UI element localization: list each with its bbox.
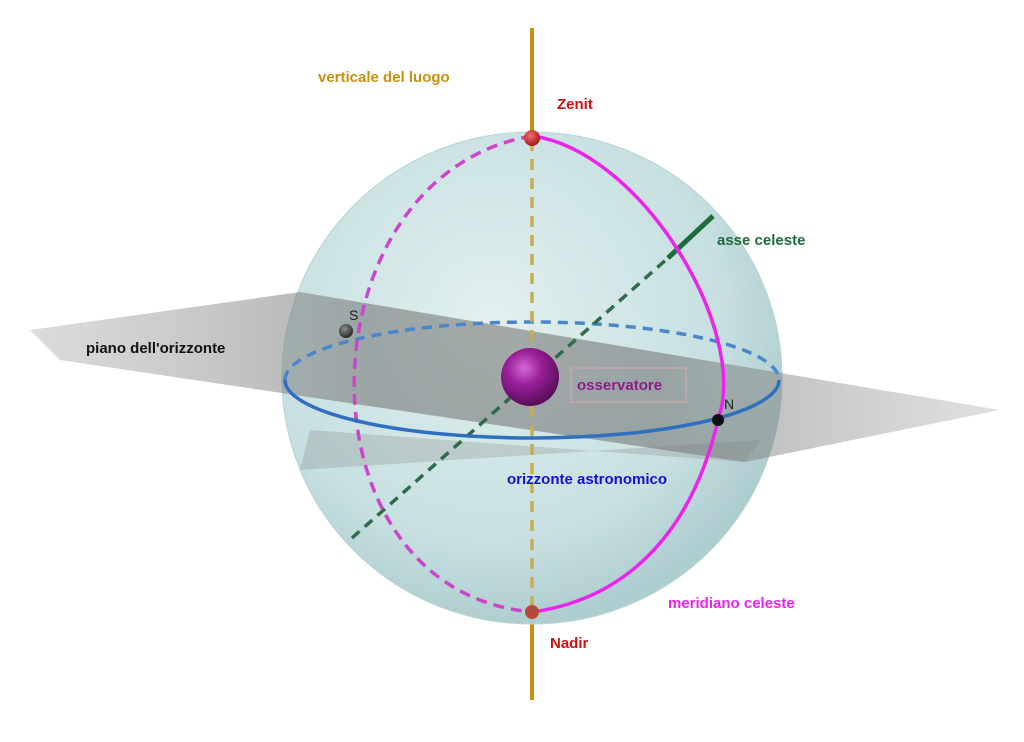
horizon-plane-lower bbox=[300, 430, 760, 470]
observer-label: osservatore bbox=[577, 377, 662, 394]
nadir-point bbox=[525, 605, 539, 619]
zenith-label: Zenit bbox=[557, 96, 593, 113]
south-point bbox=[339, 324, 353, 338]
celestial-axis-solid bbox=[666, 214, 715, 260]
meridian-front-solid bbox=[531, 134, 726, 614]
horizon-front-solid bbox=[283, 379, 781, 440]
zenith-point bbox=[524, 130, 540, 146]
north-label: N bbox=[724, 396, 734, 412]
meridian-label: meridiano celeste bbox=[668, 595, 795, 612]
south-label: S bbox=[349, 307, 358, 323]
axis-label: asse celeste bbox=[717, 232, 805, 249]
meridian-back-dashed bbox=[352, 134, 533, 614]
nadir-label: Nadir bbox=[550, 635, 589, 652]
observer-label-box bbox=[570, 367, 687, 403]
plane-label: piano dell'orizzonte bbox=[86, 340, 225, 357]
horizon-label: orizzonte astronomico bbox=[507, 471, 667, 488]
observer-sphere bbox=[501, 348, 559, 406]
north-point bbox=[712, 414, 724, 426]
vertical-label: verticale del luogo bbox=[318, 69, 450, 86]
